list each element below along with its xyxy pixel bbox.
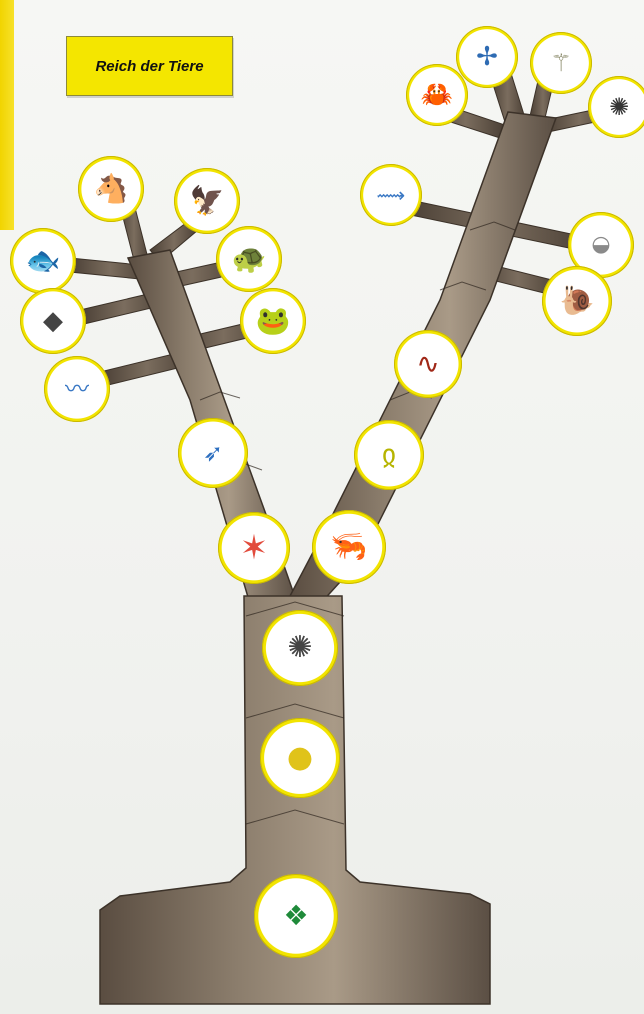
- roundworm-icon: ჲ: [382, 441, 396, 469]
- poster-title: Reich der Tiere: [95, 58, 203, 75]
- starfish-circle: ✶: [218, 512, 290, 584]
- fish-icon: 🐟: [26, 247, 61, 275]
- snail-icon: 🐌: [560, 287, 595, 315]
- horse-circle: 🐴: [78, 156, 144, 222]
- single-cell-icon: ❖: [283, 902, 308, 930]
- starfish-icon: ✶: [240, 531, 269, 565]
- frog-circle: 🐸: [240, 288, 306, 354]
- sea-anemone-circle: ✺: [262, 610, 338, 686]
- turtle-icon: 🐢: [232, 245, 267, 273]
- shrimp-icon: 🦐: [330, 532, 367, 562]
- eel-icon: 〰: [65, 377, 89, 401]
- worm-icon: ∿: [416, 350, 439, 378]
- fish-small-circle: ⟿: [360, 164, 422, 226]
- sea-anemone-icon: ✺: [287, 633, 312, 663]
- turtle-circle: 🐢: [216, 226, 282, 292]
- lancelet-icon: ➶: [203, 441, 223, 465]
- eel-circle: 〰: [44, 356, 110, 422]
- fish-circle: 🐟: [10, 228, 76, 294]
- horse-icon: 🐴: [94, 175, 129, 203]
- bird-icon: 🦅: [190, 187, 225, 215]
- worm-circle: ∿: [394, 330, 462, 398]
- frog-icon: 🐸: [256, 307, 291, 335]
- lancelet-circle: ➶: [178, 418, 248, 488]
- crab-icon: 🦀: [421, 82, 453, 108]
- single-cell-circle: ❖: [254, 874, 338, 958]
- insect-circle: ✢: [456, 26, 518, 88]
- stingray-icon: ◆: [43, 308, 63, 334]
- bird-circle: 🦅: [174, 168, 240, 234]
- stingray-circle: ◆: [20, 288, 86, 354]
- spider-icon: ✺: [609, 95, 629, 119]
- sponge-icon: ●: [287, 743, 313, 773]
- sponge-circle: ●: [260, 718, 340, 798]
- grass-icon: ⚚: [550, 51, 572, 75]
- insect-icon: ✢: [476, 44, 498, 70]
- title-plate: Reich der Tiere: [66, 36, 233, 96]
- fish-small-icon: ⟿: [377, 185, 406, 205]
- snail-circle: 🐌: [542, 266, 612, 336]
- mussel-icon: ◒: [591, 234, 610, 256]
- shrimp-circle: 🦐: [312, 510, 386, 584]
- spider-circle: ✺: [588, 76, 644, 138]
- crab-circle: 🦀: [406, 64, 468, 126]
- grass-circle: ⚚: [530, 32, 592, 94]
- roundworm-circle: ჲ: [354, 420, 424, 490]
